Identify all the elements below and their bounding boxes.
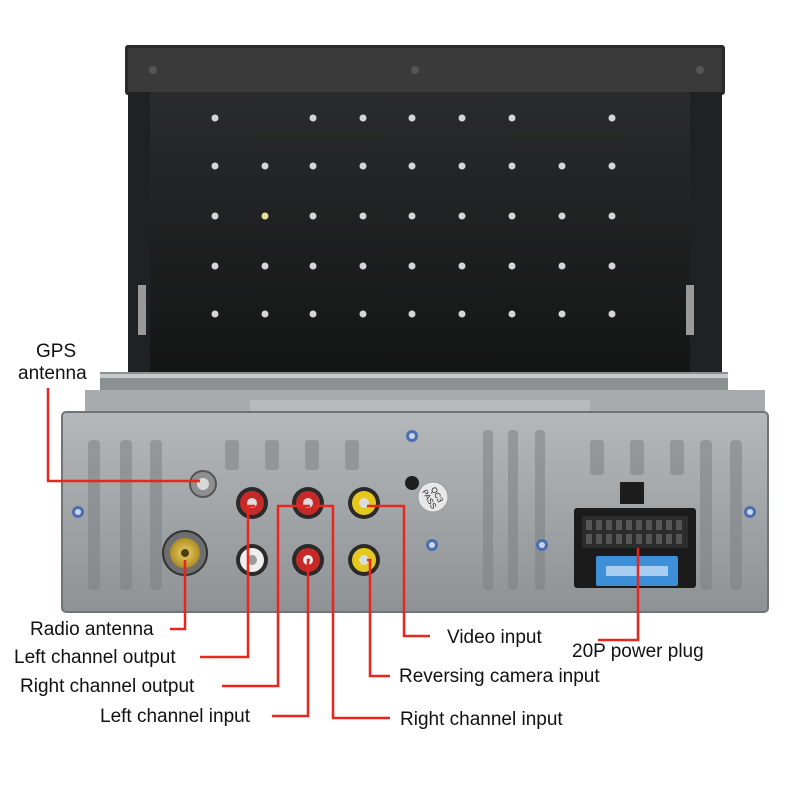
chassis-top-rail [85,372,765,416]
label-video-input: Video input [447,627,542,648]
leader-line-radio [170,560,187,631]
leader-line-left-input [272,558,310,718]
leader-line-right-output [222,504,310,688]
rca-video-input [348,487,380,519]
leader-line-video [367,504,430,638]
label-20p-power-plug: 20P power plug [572,641,704,662]
label-reversing-camera-input: Reversing camera input [399,666,600,687]
leader-line-power [598,548,640,642]
chassis-hole [405,476,419,490]
leader-line-left-output [200,504,255,659]
rca-right-input [292,544,324,576]
label-radio-antenna: Radio antenna [30,619,154,640]
label-left-channel-output: Left channel output [14,647,176,668]
screw-icon [72,430,756,551]
qc-pass-sticker: QC3 PASS [417,481,449,513]
leader-line-right-input [314,504,390,720]
rca-left-input [236,544,268,576]
radio-antenna-port [162,530,208,576]
leader-line-reversing [367,558,390,678]
label-left-channel-input: Left channel input [100,706,251,727]
gps-antenna-port [189,470,217,498]
label-right-channel-output: Right channel output [20,676,195,697]
screen-mounting-holes [211,114,616,318]
leader-line-gps [46,388,200,483]
label-right-channel-input: Right channel input [400,709,563,730]
label-gps-line2: antenna [18,363,87,384]
rca-left-output [236,487,268,519]
label-gps-antenna: GPS antenna [18,341,87,385]
rca-right-output [292,487,324,519]
screen-back-panel [125,45,725,374]
rca-reversing-camera-input [348,544,380,576]
leader-lines [46,388,640,720]
label-gps-line1: GPS [36,341,77,362]
